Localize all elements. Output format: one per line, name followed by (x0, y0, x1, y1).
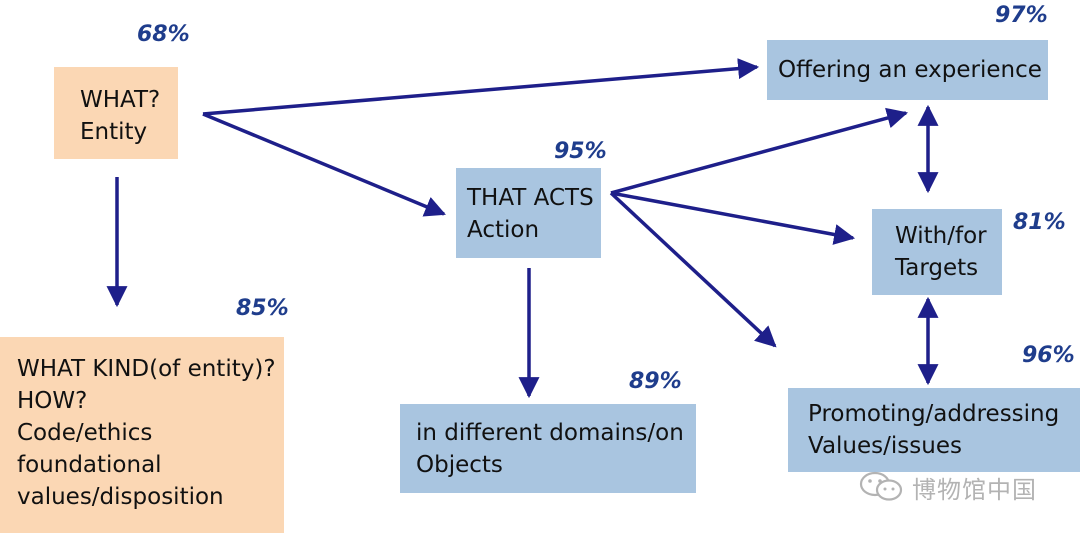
box-targets: With/for Targets (872, 209, 1002, 295)
arrow-what-to-that-acts (202, 112, 446, 217)
box-line: Promoting/addressing (808, 401, 1060, 427)
box-line: HOW? (17, 388, 88, 414)
box-line: Offering an experience (778, 57, 1042, 83)
box-line: foundational (17, 452, 162, 478)
arrow-acts-to-values (609, 191, 777, 348)
arrow-what-to-experience (202, 58, 760, 116)
box-line: Entity (80, 119, 148, 145)
box-line: Targets (895, 255, 979, 281)
box-line: Code/ethics (17, 420, 153, 446)
wechat-icon (859, 471, 903, 501)
percent-what-kind: 85% (236, 296, 289, 321)
box-line: in different domains/on (416, 420, 684, 446)
percent-that-acts: 95% (554, 139, 607, 164)
box-line: Objects (416, 452, 503, 478)
watermark-text: 博物馆中国 (912, 475, 1037, 504)
box-line: THAT ACTS (467, 185, 594, 211)
percent-targets: 81% (1013, 210, 1066, 235)
arrow-acts-to-targets (610, 191, 856, 245)
box-that-acts: THAT ACTS Action (456, 168, 601, 258)
watermark: 博物馆中国 (858, 470, 1037, 504)
percent-values: 96% (1022, 343, 1075, 368)
box-values: Promoting/addressing Values/issues (788, 388, 1080, 472)
box-domains: in different domains/on Objects (400, 404, 696, 493)
box-what-entity: WHAT? Entity (54, 67, 178, 159)
box-what-kind: WHAT KIND(of entity)? HOW? Code/ethics f… (0, 337, 284, 533)
box-line: WHAT KIND(of entity)? (17, 356, 276, 382)
box-experience: Offering an experience (767, 40, 1048, 100)
percent-domains: 89% (629, 369, 682, 394)
box-line: values/disposition (17, 484, 224, 510)
percent-experience: 97% (995, 3, 1048, 28)
box-line: Action (467, 217, 540, 243)
arrow-acts-to-experience (610, 107, 909, 195)
percent-what: 68% (137, 22, 190, 47)
box-line: With/for (895, 223, 987, 249)
box-line: WHAT? (80, 87, 161, 113)
box-line: Values/issues (808, 433, 962, 459)
